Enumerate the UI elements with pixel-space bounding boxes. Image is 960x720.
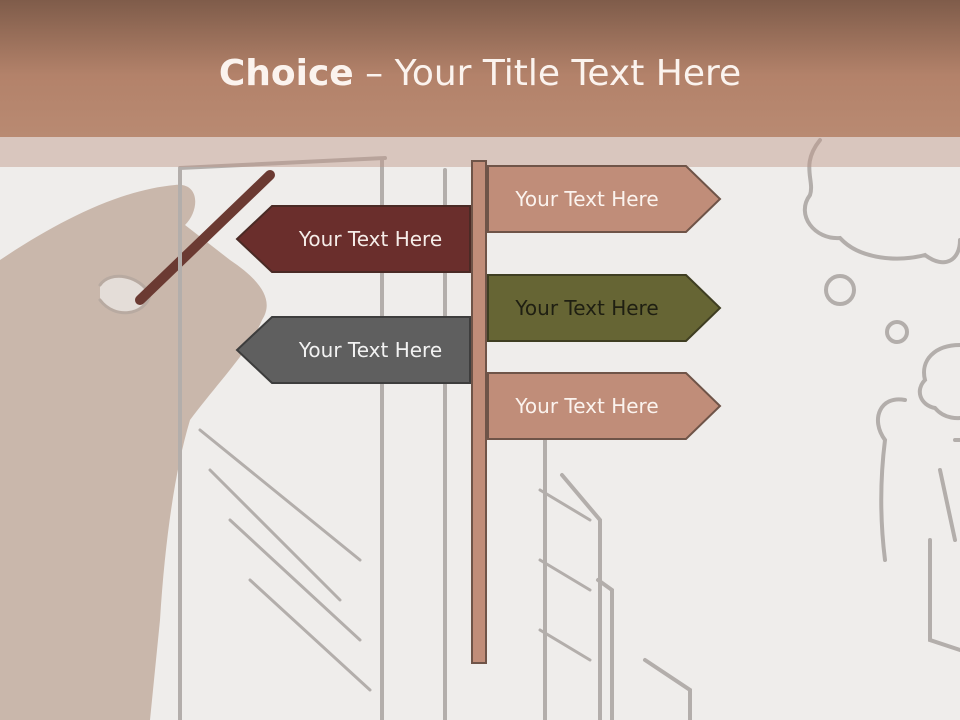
slide-title: Choice – Your Title Text Here [0, 52, 960, 96]
sign-left-1[interactable]: Your Text Here [235, 205, 471, 273]
sign-label: Your Text Here [515, 296, 659, 320]
sign-label: Your Text Here [298, 227, 443, 251]
sign-label: Your Text Here [515, 187, 659, 211]
title-bold: Choice [218, 53, 354, 94]
sign-label: Your Text Here [298, 338, 443, 362]
title-separator: – [353, 53, 395, 94]
signpost-pole [471, 160, 487, 664]
sign-right-2[interactable]: Your Text Here [487, 274, 722, 342]
sign-label: Your Text Here [515, 394, 659, 418]
title-bar [0, 0, 960, 137]
title-text: Your Title Text Here [394, 53, 742, 94]
sign-left-2[interactable]: Your Text Here [235, 316, 471, 384]
sign-right-1[interactable]: Your Text Here [487, 165, 722, 233]
sign-right-3[interactable]: Your Text Here [487, 372, 722, 440]
